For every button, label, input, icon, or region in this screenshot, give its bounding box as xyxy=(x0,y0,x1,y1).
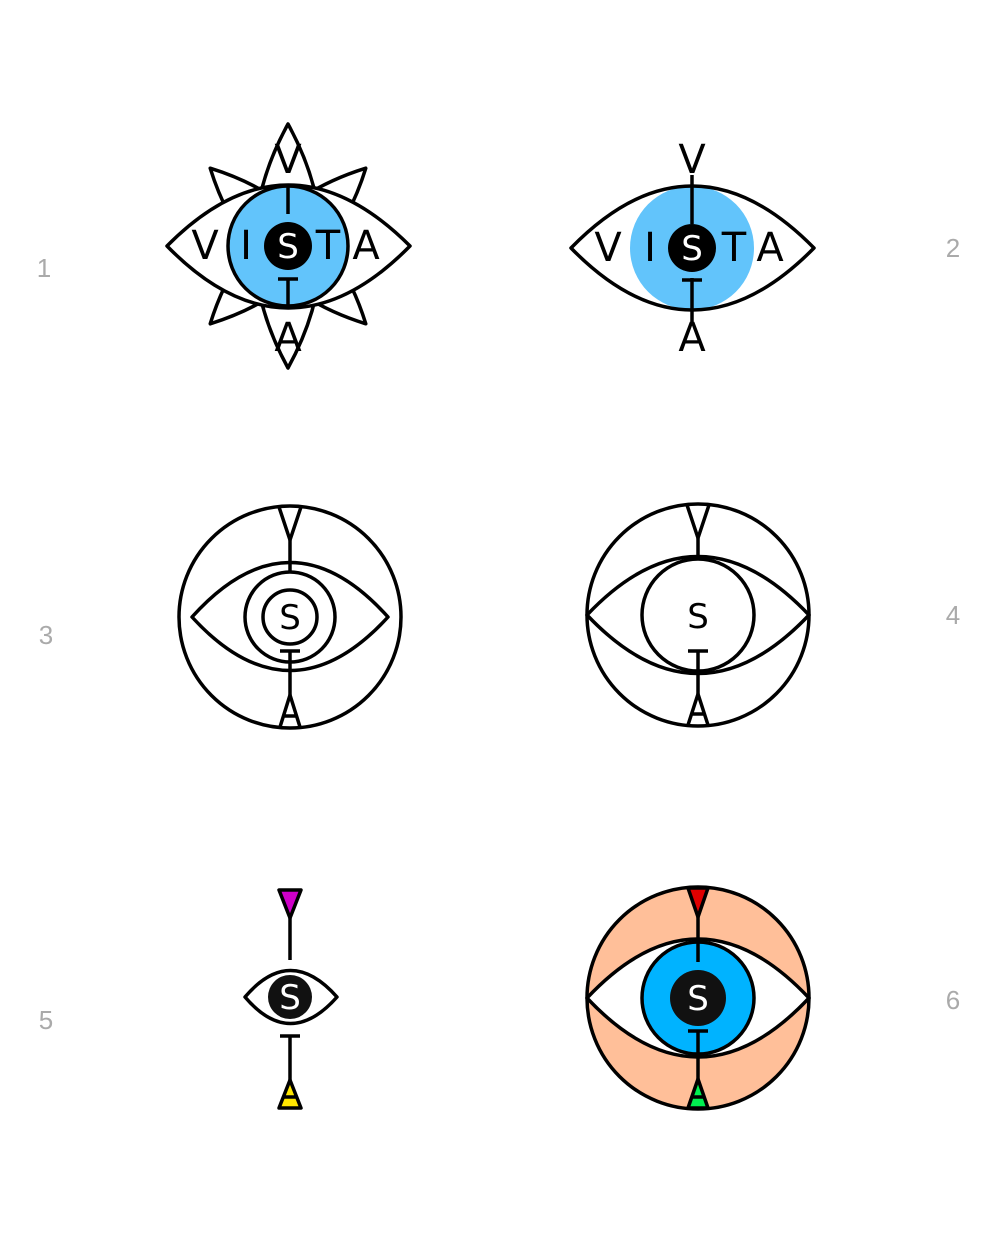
variant-label-6: 6 xyxy=(946,985,960,1015)
v-triangle-magenta xyxy=(277,888,303,920)
variant-label-3: 3 xyxy=(39,620,53,650)
logo-variant-1: S V A V I T A xyxy=(165,122,412,370)
pupil xyxy=(261,588,319,646)
logo-variant-5: S xyxy=(243,888,339,1110)
letter-a-right: A xyxy=(756,225,784,271)
letter-s: S xyxy=(687,979,709,1019)
variant-label-5: 5 xyxy=(39,1005,53,1035)
eye-outline xyxy=(190,560,390,673)
pupil xyxy=(268,975,312,1019)
a-triangle-yellow xyxy=(277,1078,303,1110)
letter-s: S xyxy=(279,598,301,638)
logo-variant-4: S xyxy=(585,502,811,728)
outer-circle xyxy=(177,504,403,730)
eye-outline xyxy=(569,184,816,312)
pupil xyxy=(670,970,726,1026)
letter-v-top: V xyxy=(678,137,706,183)
logo-variant-3: S xyxy=(177,504,403,730)
letter-t: T xyxy=(315,223,341,269)
letter-t: T xyxy=(721,225,747,271)
letter-v-top: V xyxy=(274,137,302,183)
logo-variant-6: S xyxy=(585,885,811,1111)
pupil xyxy=(668,224,716,272)
pupil xyxy=(264,222,312,270)
letter-a-right: A xyxy=(352,223,380,269)
letter-s: S xyxy=(279,978,301,1018)
variant-label-1: 1 xyxy=(37,253,51,283)
letter-i: I xyxy=(240,223,252,269)
variant-label-4: 4 xyxy=(946,600,960,630)
letter-s: S xyxy=(687,597,709,637)
letter-i: I xyxy=(644,225,656,271)
letter-a-bottom: A xyxy=(678,315,706,361)
letter-s: S xyxy=(277,227,299,267)
letter-v-left: V xyxy=(191,223,219,269)
letter-s: S xyxy=(681,229,703,269)
letter-v-left: V xyxy=(594,225,622,271)
variant-label-2: 2 xyxy=(946,233,960,263)
eye-outline xyxy=(585,554,811,676)
v-triangle-red xyxy=(686,886,710,919)
logo-variant-2: S V A V I T A xyxy=(569,137,816,361)
a-triangle-green xyxy=(686,1077,710,1110)
letter-a-bottom: A xyxy=(274,315,302,361)
